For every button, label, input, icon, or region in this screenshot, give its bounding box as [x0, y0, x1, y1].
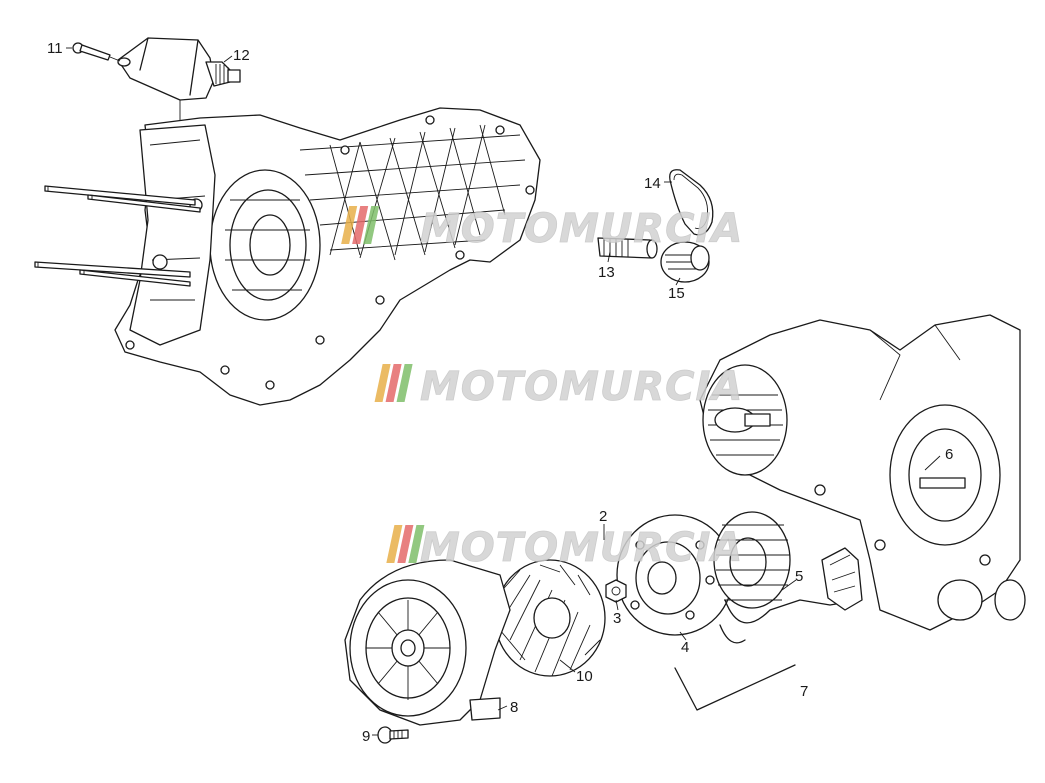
cover-screw — [377, 726, 409, 744]
callout-14: 14 — [644, 175, 661, 192]
watermark-text: MOTOMURCIA — [420, 364, 743, 410]
starter-motor — [117, 37, 241, 125]
watermark-2: MOTOMURCIA — [374, 364, 743, 410]
leader-lines — [66, 47, 941, 736]
callout-12: 12 — [233, 47, 250, 64]
callout-4: 4 — [681, 639, 689, 656]
callout-labels: 2 3 4 5 6 7 8 9 10 11 12 13 14 15 — [47, 40, 953, 745]
callout-7: 7 — [800, 683, 808, 700]
watermark-3: MOTOMURCIA — [386, 525, 743, 571]
cooling-fan — [494, 559, 606, 677]
watermark-1: MOTOMURCIA — [341, 206, 743, 252]
flywheel — [616, 514, 734, 636]
cylinder-studs — [34, 185, 201, 287]
starter-bolt — [72, 42, 121, 62]
gasket-ring — [669, 169, 714, 236]
callout-15: 15 — [668, 285, 685, 302]
callout-10: 10 — [576, 668, 593, 685]
engine-right-view — [699, 314, 1026, 631]
callout-8: 8 — [510, 699, 518, 716]
fan-cover — [344, 559, 511, 726]
shaft-gear — [597, 237, 658, 259]
pickup-coil — [821, 547, 863, 611]
driven-gear — [660, 241, 710, 283]
callout-5: 5 — [795, 568, 803, 585]
crankcase — [114, 107, 541, 406]
stator — [713, 511, 861, 644]
group-bracket — [674, 664, 796, 711]
callout-2: 2 — [599, 508, 607, 525]
callout-11: 11 — [47, 40, 63, 57]
callout-6: 6 — [945, 446, 953, 463]
callout-13: 13 — [598, 264, 615, 281]
watermark-text: MOTOMURCIA — [420, 525, 743, 571]
callout-9: 9 — [362, 728, 370, 745]
flywheel-nut — [605, 579, 627, 603]
callout-3: 3 — [613, 610, 621, 627]
watermark-text: MOTOMURCIA — [420, 206, 743, 252]
